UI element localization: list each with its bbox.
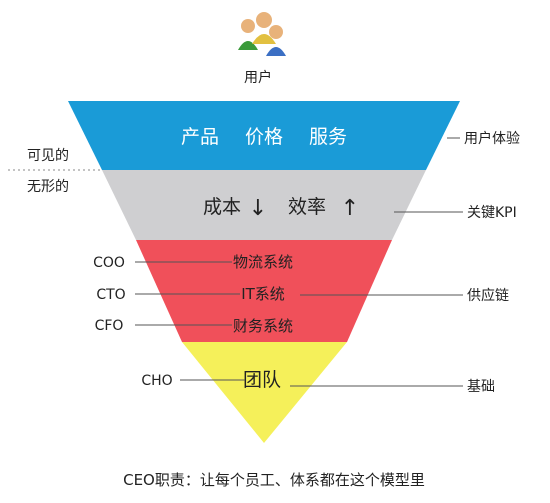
layer-supply [136,240,392,342]
efficiency-label: 效率 [288,196,326,218]
cto-label: CTO [96,287,125,303]
price-label: 价格 [245,126,283,148]
service-label: 服务 [309,126,347,148]
users-group-icon [238,12,286,56]
efficiency-up-arrow: ↑ [341,196,359,221]
cho-label: CHO [141,373,172,389]
cost-label: 成本 [203,196,241,218]
invisible-label: 无形的 [27,179,69,195]
supply-chain-label: 供应链 [467,287,509,304]
ceo-responsibility-caption: CEO职责：让每个员工、体系都在这个模型里 [123,471,425,489]
layer-team [182,342,347,443]
visible-label: 可见的 [27,148,69,164]
finance-system: 财务系统 [233,317,293,335]
coo-label: COO [93,255,125,271]
team-label: 团队 [243,369,281,391]
product-label: 产品 [181,126,219,148]
cfo-label: CFO [95,318,124,334]
it-system: IT系统 [241,285,285,303]
base-label: 基础 [467,378,495,395]
kpi-label: 关键KPI [467,205,517,221]
ux-label: 用户体验 [464,130,520,147]
user-label: 用户 [244,69,272,86]
layer-product [68,101,460,170]
cost-down-arrow: ↓ [249,196,267,221]
layer-efficiency [102,170,426,240]
logistics-system: 物流系统 [233,253,293,271]
